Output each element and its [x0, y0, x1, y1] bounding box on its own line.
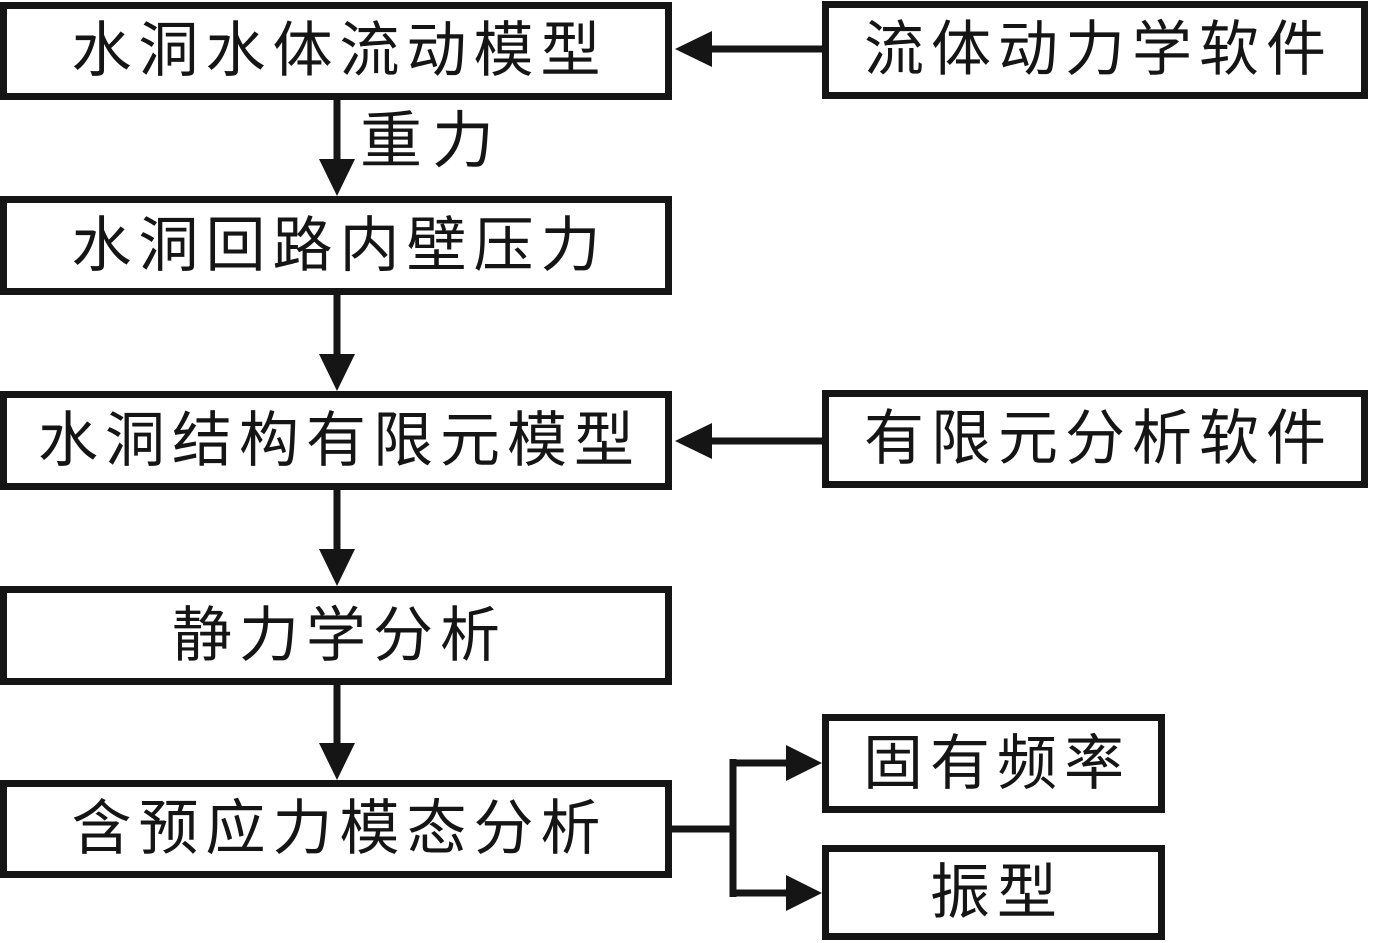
edge-label-gravity: 重力	[360, 104, 505, 177]
arrow-flow-model-to-wall-pressure	[319, 99, 355, 196]
node-fe-model-label: 水洞结构有限元模型	[38, 405, 641, 476]
node-natural-frequency: 固有频率	[822, 714, 1165, 813]
node-mode-shape-label: 振型	[930, 857, 1064, 928]
branch-modal-analysis-outputs	[671, 745, 822, 911]
node-cfd-software-label: 流体动力学软件	[864, 15, 1333, 85]
arrow-wall-pressure-to-fe-model	[319, 294, 355, 391]
node-modal-analysis: 含预应力模态分析	[0, 780, 672, 878]
node-fe-model: 水洞结构有限元模型	[0, 391, 672, 490]
node-static-analysis: 静力学分析	[0, 586, 672, 685]
node-mode-shape: 振型	[822, 845, 1165, 940]
node-modal-analysis-label: 含预应力模态分析	[71, 794, 608, 864]
node-fea-software-label: 有限元分析软件	[864, 404, 1333, 474]
arrow-static-to-modal-analysis	[319, 684, 355, 780]
arrow-fe-model-to-static-analysis	[319, 489, 355, 586]
node-flow-model-label: 水洞水体流动模型	[71, 16, 608, 86]
arrow-fea-to-fe-model	[675, 423, 822, 459]
arrow-cfd-to-flow-model	[675, 31, 822, 67]
node-wall-pressure-label: 水洞回路内壁压力	[71, 210, 608, 281]
node-cfd-software: 流体动力学软件	[822, 1, 1368, 99]
node-wall-pressure: 水洞回路内壁压力	[0, 196, 672, 295]
node-flow-model: 水洞水体流动模型	[0, 2, 672, 100]
node-static-analysis-label: 静力学分析	[172, 600, 507, 671]
node-fea-software: 有限元分析软件	[822, 390, 1368, 488]
node-natural-frequency-label: 固有频率	[863, 728, 1131, 799]
